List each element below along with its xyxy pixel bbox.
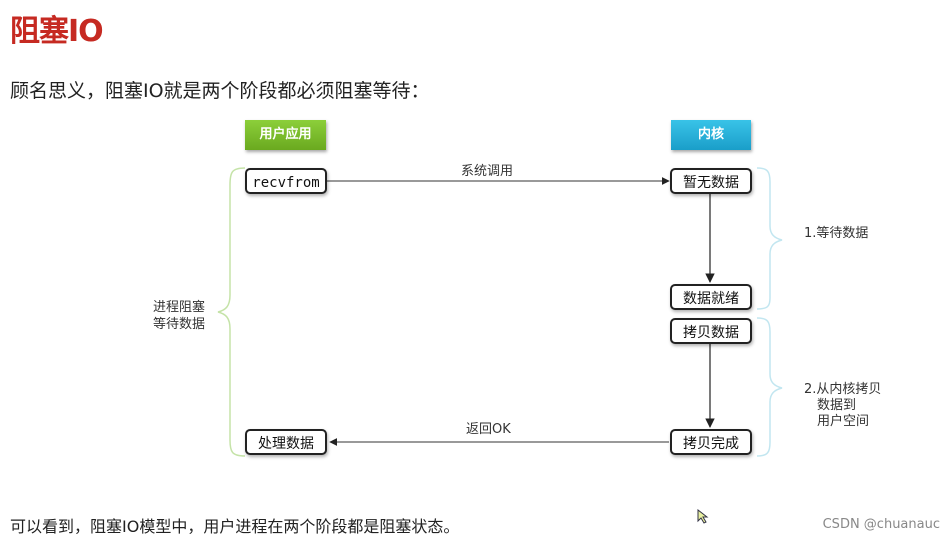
no-data-node: 暂无数据 bbox=[670, 168, 752, 194]
recvfrom-node: recvfrom bbox=[245, 168, 327, 194]
phase1-label: 1.等待数据 bbox=[804, 226, 869, 241]
copy-data-node: 拷贝数据 bbox=[670, 318, 752, 344]
left-brace bbox=[217, 167, 246, 457]
left-brace-label-1: 进程阻塞 bbox=[153, 300, 206, 315]
copy-done-node: 拷贝完成 bbox=[670, 429, 752, 455]
phase2-label-1: 2.从内核拷贝 bbox=[804, 382, 882, 397]
data-ready-node: 数据就绪 bbox=[670, 284, 752, 310]
intro-text: 顾名思义，阻塞IO就是两个阶段都必须阻塞等待： bbox=[10, 80, 430, 102]
mouse-cursor-icon bbox=[697, 509, 709, 524]
kernel-header: 内核 bbox=[671, 120, 751, 150]
watermark: CSDN @chuanauc bbox=[822, 517, 940, 532]
process-data-node: 处理数据 bbox=[245, 429, 327, 455]
phase1-brace bbox=[756, 167, 783, 310]
user-app-header: 用户应用 bbox=[245, 120, 326, 150]
page-title: 阻塞IO bbox=[10, 14, 104, 49]
left-brace-label-2: 等待数据 bbox=[153, 317, 206, 332]
phase2-label-3: 用户空间 bbox=[817, 414, 870, 429]
syscall-label: 系统调用 bbox=[461, 164, 514, 179]
phase2-label-2: 数据到 bbox=[817, 398, 857, 413]
phase2-brace bbox=[756, 317, 783, 457]
footer-text: 可以看到，阻塞IO模型中，用户进程在两个阶段都是阻塞状态。 bbox=[10, 517, 460, 536]
return-ok-label: 返回OK bbox=[466, 422, 511, 437]
